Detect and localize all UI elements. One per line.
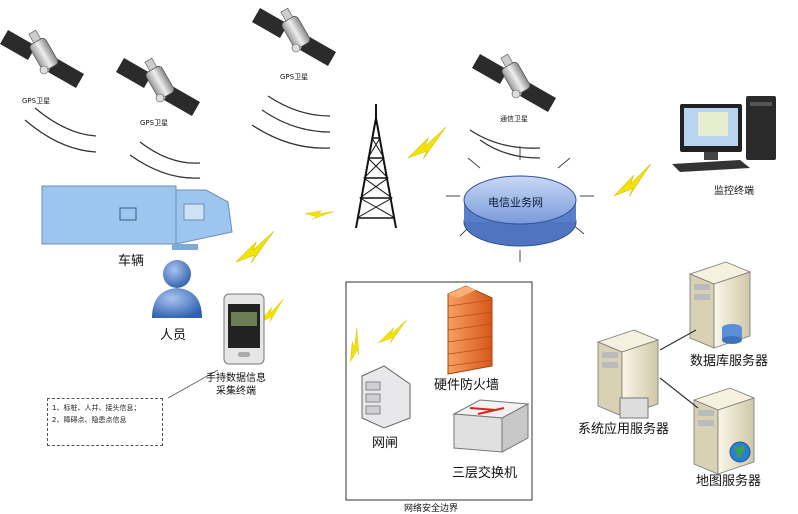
info-note: 1、标桩、人井、接头信息； 2、障碍点、隐患点信息 [47, 398, 163, 446]
gps-satellite-1-icon [0, 29, 85, 89]
server-links [659, 329, 699, 409]
wireless-link-icon [607, 163, 660, 202]
person-label: 人员 [160, 328, 187, 343]
person-icon [152, 260, 202, 318]
signal-arcs [24, 95, 541, 179]
gps-satellite-1-label: GPS卫星 [22, 97, 51, 105]
wireless-link-icon [402, 126, 454, 164]
db-server-label: 数据库服务器 [690, 354, 769, 369]
gateway-label: 网闸 [372, 436, 399, 451]
map-server-icon [693, 387, 755, 475]
monitor-terminal-label: 监控终端 [714, 186, 754, 197]
gps-satellite-2-label: GPS卫星 [140, 119, 169, 127]
firewall-label: 硬件防火墙 [434, 378, 500, 393]
wireless-link-icon [374, 319, 413, 348]
gateway-icon [361, 365, 411, 429]
map-server-label: 地图服务器 [696, 474, 762, 489]
monitor-terminal-icon [672, 96, 776, 172]
note-line-2: 2、障碍点、隐患点信息 [52, 416, 127, 424]
wireless-link-icon [340, 328, 371, 365]
wireless-link-icon [230, 230, 282, 268]
switch-icon [452, 399, 530, 453]
comm-satellite-icon [471, 53, 557, 113]
cell-tower-icon [355, 103, 397, 229]
switch-label: 三层交换机 [452, 466, 518, 481]
wireless-link-icon [303, 204, 335, 225]
vehicle-label: 车辆 [118, 254, 145, 269]
security-boundary-box [345, 281, 533, 501]
db-server-icon [689, 261, 751, 349]
vehicle-icon [41, 185, 233, 250]
handheld-terminal-icon [223, 293, 265, 365]
gps-satellite-3-icon [251, 7, 337, 67]
firewall-icon [447, 285, 493, 375]
note-connector [167, 369, 219, 399]
comm-satellite-label: 通信卫星 [500, 115, 528, 123]
app-server-label: 系统应用服务器 [578, 422, 670, 437]
telecom-network-icon [446, 146, 594, 262]
handheld-terminal-label: 手持数据信息 采集终端 [206, 373, 266, 397]
note-line-1: 1、标桩、人井、接头信息； [52, 404, 141, 412]
app-server-icon [597, 329, 659, 419]
gps-satellite-2-icon [115, 57, 201, 117]
telecom-network-label: 电信业务网 [488, 196, 543, 209]
security-boundary-label: 网络安全边界 [404, 504, 459, 514]
gps-satellite-3-label: GPS卫星 [280, 73, 309, 81]
